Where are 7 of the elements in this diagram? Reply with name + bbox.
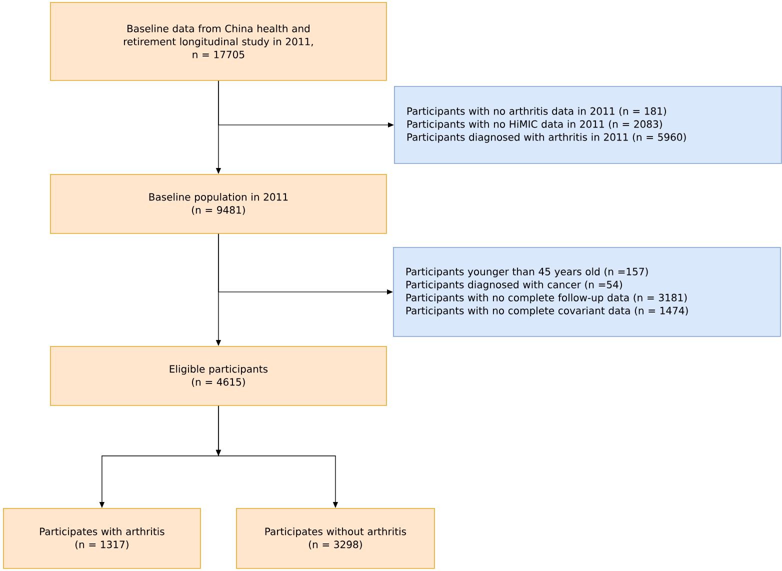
process-box: Baseline data from China health and retirement longitudinal study in 2011, n = 17705 <box>50 2 387 81</box>
process-box: Participates without arthritis (n = 3298) <box>236 508 435 569</box>
process-box: Baseline population in 2011 (n = 9481) <box>50 174 387 234</box>
exclusion-box: Participants with no arthritis data in 2011 (n = 181) Participants with no HiMIC data in 2011 (n = 2083) Participants diagnosed with arthritis in 2011 (n = 5960) <box>394 86 782 164</box>
process-box: Eligible participants (n = 4615) <box>50 346 387 406</box>
exclusion-box: Participants younger than 45 years old (n =157) Participants diagnosed with cancer (n =54) Participants with no complete follow-up data (n = 3181) Participants with no complete covariant data (n = 1474) <box>393 247 781 337</box>
process-box: Participates with arthritis (n = 1317) <box>3 508 201 569</box>
